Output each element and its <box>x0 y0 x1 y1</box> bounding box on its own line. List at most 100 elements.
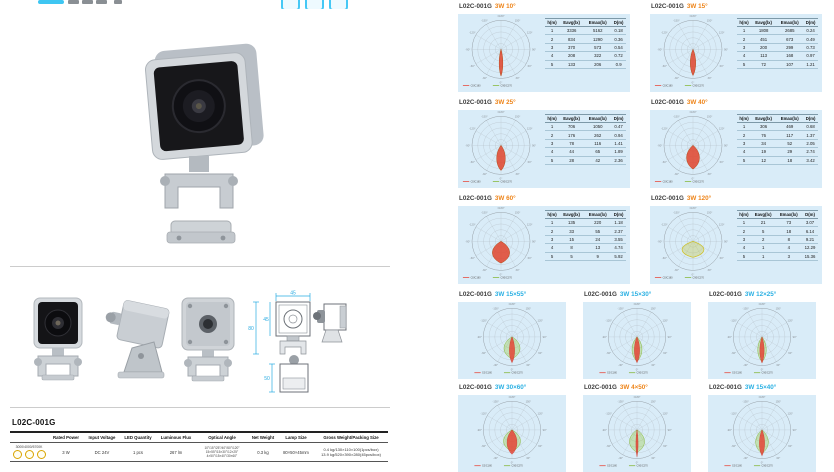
polar-angle-label: 90° <box>543 428 547 432</box>
legend-c90: C90/C270 <box>693 85 705 88</box>
photometry-cell: 133 <box>559 60 585 69</box>
polar-angle-label: 0° <box>636 367 639 371</box>
polar-angle-label: 150° <box>651 307 657 311</box>
polar-angle-label: -60° <box>606 444 611 448</box>
polar-angle-label: -150° <box>617 400 623 404</box>
polar-angle-label: 90° <box>793 335 797 339</box>
photometry-cell: 206 <box>584 60 612 69</box>
product-side-view <box>105 300 170 379</box>
polar-angle-label: -90° <box>657 47 662 51</box>
dim-side-view <box>313 303 347 343</box>
polar-angle-label: 60° <box>538 351 542 355</box>
photometry-col-header: h(m) <box>545 18 560 27</box>
photometry-col-header: Emax(lx) <box>776 114 804 123</box>
legend-c0: C0/C180 <box>607 465 617 468</box>
polar-angle-label: -90° <box>657 239 662 243</box>
polar-angle-label: 120° <box>538 318 544 322</box>
polar-angle-label: ±180° <box>759 395 766 399</box>
polar-angle-label: -60° <box>662 64 667 68</box>
photometry-cell: 4 <box>775 243 803 253</box>
polar-angle-label: 0° <box>692 176 695 180</box>
photometry-cell: 12.29 <box>802 243 818 253</box>
polar-angle-label: 150° <box>776 400 782 404</box>
legend-c90: C90/C270 <box>512 372 524 375</box>
photometry-cell: 1 <box>545 26 560 36</box>
photometry-cell: 1 <box>545 218 560 228</box>
photometry-cell: 34 <box>751 139 777 149</box>
photometry-cell: 42 <box>584 156 612 165</box>
photometry-cell: 176 <box>559 130 585 140</box>
spec-header: Optical Angle <box>196 431 248 443</box>
polar-angle-label: -150° <box>742 307 748 311</box>
polar-angle-label: ±180° <box>689 206 696 210</box>
polar-angle-label: -30° <box>674 76 679 80</box>
model-title: L02C-001G <box>12 418 56 427</box>
polar-angle-label: 120° <box>527 127 533 131</box>
polar-angle-label: 60° <box>663 351 667 355</box>
photometry-col-header: Emax(lx) <box>584 210 612 219</box>
polar-angle-label: -120° <box>469 127 476 131</box>
photometry-cell: 0.9 <box>611 60 626 69</box>
polar-angle-label: 60° <box>788 444 792 448</box>
polar-angle-label: 0° <box>511 460 514 464</box>
photometry-cell: 3.55 <box>611 235 626 245</box>
input-voltage-value: DC 24V <box>84 442 120 462</box>
spec-table: Rated Power Input Voltage LED Quantity L… <box>10 431 388 462</box>
beam-lobe <box>492 241 510 264</box>
polar-angle-label: 150° <box>526 307 532 311</box>
photometry-cell: 28 <box>559 156 585 165</box>
polar-angle-label: -150° <box>481 115 488 119</box>
legend-c0: C0/C180 <box>663 277 674 280</box>
chart-model: L02C-001G <box>651 195 684 202</box>
photometry-cell: 2685 <box>776 26 804 36</box>
photometry-col-header: D(m) <box>611 210 626 219</box>
photometry-cell: 8 <box>775 235 803 245</box>
polar-angle-label: 0° <box>511 367 514 371</box>
photometry-cell: 0.47 <box>611 122 626 132</box>
chart-model: L02C-001G <box>709 291 742 298</box>
photometry-cell: 9 <box>584 252 612 261</box>
cct-cell: 3000/4000/5700K <box>10 442 48 462</box>
polar-chart: -150°-120°-90°-60°-30°0°30°60°90°120°150… <box>474 302 547 375</box>
brand-logo <box>38 0 128 5</box>
photometry-cell: 2.37 <box>611 226 626 236</box>
polar-angle-label: -60° <box>470 64 475 68</box>
chart-panel: -150°-120°-90°-60°-30°0°30°60°90°120°150… <box>708 395 816 472</box>
polar-angle-label: 120° <box>663 411 669 415</box>
photometry-cell: 2.36 <box>611 156 626 165</box>
polar-angle-label: 90° <box>532 143 536 147</box>
polar-angle-label: 30° <box>526 363 530 367</box>
logo-letter <box>82 0 93 4</box>
polar-angle-label: -150° <box>492 400 498 404</box>
photometry-cell: 0.97 <box>803 51 818 61</box>
photometry-cell: 208 <box>559 51 585 61</box>
cct-dot-icon <box>36 450 46 459</box>
cct-options: 3000/4000/5700K <box>15 445 43 449</box>
polar-angle-label: 0° <box>692 80 695 84</box>
photometry-cell: 4 <box>545 51 560 61</box>
chart-beam-angle: 3W 60° <box>494 195 516 202</box>
dim-side-depth: 50 <box>264 376 270 382</box>
polar-angle-label: 150° <box>526 400 532 404</box>
photometry-col-header: Eavg(lx) <box>559 18 585 27</box>
photometry-cell: 1.21 <box>803 60 818 69</box>
photometry-cell: 0.49 <box>803 34 818 44</box>
photometry-cell: 2 <box>737 34 752 44</box>
polar-chart: -150°-120°-90°-60°-30°0°30°60°90°120°150… <box>462 14 536 88</box>
photometry-cell: 55 <box>584 226 612 236</box>
polar-angle-label: 90° <box>532 47 536 51</box>
